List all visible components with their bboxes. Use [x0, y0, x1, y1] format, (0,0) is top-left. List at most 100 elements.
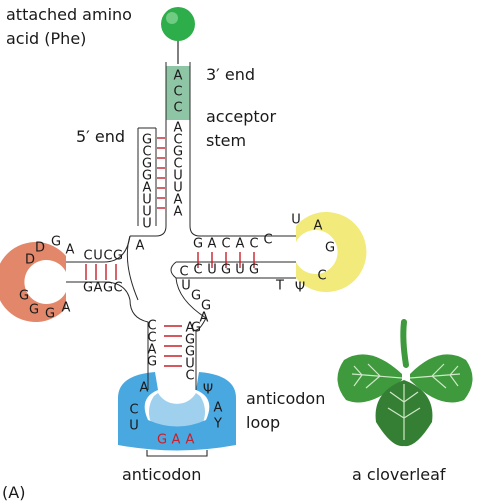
nt-anticodon-stem-right: G: [185, 333, 195, 348]
nt-t-stem-top: A: [236, 237, 245, 252]
panel-label: (A): [2, 483, 25, 502]
nt-t-stem-top: C: [221, 237, 230, 252]
nt-anticodon-stem-left: A: [140, 381, 149, 396]
nt-d-loop: G: [51, 235, 61, 250]
nt-t-stem-bottom: U: [207, 263, 217, 278]
nt-anticodon-stem-right: U: [185, 357, 195, 372]
nt-acceptor-3p: A: [174, 193, 183, 208]
nt-acceptor-end: A: [174, 69, 183, 84]
nt-d-loop: G: [29, 303, 39, 318]
nt-t-loop: U: [291, 213, 301, 228]
amino-acid-ball: [161, 7, 195, 64]
nt-anticodon-stem-left: A: [148, 343, 157, 358]
t-stem-pairs: [197, 252, 255, 268]
acceptor-end-box: [166, 66, 190, 120]
nt-d-stem-top: C: [103, 249, 112, 264]
nt-acceptor-5p: C: [142, 145, 151, 160]
nt-acceptor-5p: U: [142, 193, 152, 208]
nt-junction: A: [136, 239, 145, 254]
amino-acid-label-line1: attached amino: [6, 5, 132, 24]
nt-variable: U: [181, 279, 191, 294]
nt-d-stem-top: G: [113, 249, 123, 264]
nt-acceptor-3p: A: [174, 205, 183, 220]
anticodon-loop-label-line2: loop: [246, 413, 280, 432]
d-stem-pairs: [85, 264, 117, 280]
d-loop-shape: [0, 242, 66, 322]
nt-t-loop: C: [317, 269, 326, 284]
nt-anticodon-stem-right: A: [186, 321, 195, 336]
nt-t-loop: G: [325, 241, 335, 256]
nt-variable: G: [191, 321, 201, 336]
anticodon-label: anticodon: [122, 465, 201, 484]
nt-d-loop: A: [62, 301, 71, 316]
anticodon-bracket: [146, 450, 208, 457]
acceptor-stem-label-line2: stem: [206, 131, 246, 150]
nt-anticodon-loop-left: C: [129, 403, 138, 418]
anticodon-stem-pairs: [164, 325, 182, 367]
nt-t-stem-bottom: G: [249, 263, 259, 278]
nt-d-loop: G: [19, 289, 29, 304]
nt-d-loop: G: [45, 307, 55, 322]
nt-anticodon-stem-left: C: [147, 319, 156, 334]
nt-anticodon-loop-right: A: [214, 401, 223, 416]
nt-acceptor-5p: A: [143, 181, 152, 196]
nt-t-stem-top: A: [208, 237, 217, 252]
nt-anticodon-loop-right: Ψ: [203, 383, 213, 398]
nt-d-stem-top: C: [83, 249, 92, 264]
nt-anticodon: A: [172, 433, 181, 448]
cloverleaf-label: a cloverleaf: [352, 465, 446, 484]
acceptor-stem-pairs: [157, 137, 165, 209]
nt-acceptor-3p: U: [173, 181, 183, 196]
cloverleaf-illustration: [337, 319, 473, 447]
nt-anticodon: G: [157, 433, 167, 448]
nucleotides: A C C A C G C U U A A G C G G A U U U A …: [19, 69, 335, 448]
nt-anticodon-stem-left: C: [147, 331, 156, 346]
nt-d-stem-bottom: G: [103, 281, 113, 296]
nt-d-loop: D: [35, 241, 45, 256]
nt-d-stem-top: U: [93, 249, 103, 264]
nt-acceptor-3p: C: [173, 133, 182, 148]
nt-variable: C: [179, 265, 188, 280]
nt-acceptor-3p: G: [173, 145, 183, 160]
nt-d-stem-bottom: C: [113, 281, 122, 296]
acceptor-stem-label-line1: acceptor: [206, 107, 276, 126]
nt-t-stem-bottom: U: [235, 263, 245, 278]
nt-t-stem-top: C: [249, 237, 258, 252]
backbone: [66, 62, 296, 390]
nt-t-stem-bottom: C: [193, 263, 202, 278]
anticodon-loop-label-line1: anticodon: [246, 389, 325, 408]
nt-d-loop: A: [66, 243, 75, 258]
nt-acceptor-3p: A: [174, 121, 183, 136]
nt-anticodon-loop-right: Y: [213, 417, 222, 432]
t-loop-shape: [296, 212, 367, 292]
nt-t-loop: Ψ: [295, 281, 305, 296]
amino-acid-label-line2: acid (Phe): [6, 29, 86, 48]
anticodon-loop-fill: [118, 372, 236, 451]
nt-acceptor-5p: G: [142, 169, 152, 184]
nt-anticodon-stem-right: G: [185, 345, 195, 360]
nt-t-loop: A: [314, 219, 323, 234]
nt-anticodon-stem-right: C: [185, 369, 194, 384]
nt-anticodon-loop-left: U: [129, 419, 139, 434]
nt-t-loop: T: [275, 279, 284, 294]
nt-t-loop: C: [263, 233, 272, 248]
nt-acceptor-3p: C: [173, 157, 182, 172]
nt-anticodon: A: [186, 433, 195, 448]
nt-acceptor-5p: G: [142, 133, 152, 148]
three-prime-end-label: 3′ end: [206, 65, 255, 84]
nt-acceptor-5p: G: [142, 157, 152, 172]
five-prime-end-label: 5′ end: [76, 127, 125, 146]
nt-t-stem-bottom: G: [221, 263, 231, 278]
nt-variable: A: [200, 311, 209, 326]
nt-t-stem-top: G: [193, 237, 203, 252]
nt-acceptor-5p: U: [142, 205, 152, 220]
nt-d-stem-bottom: G: [83, 281, 93, 296]
nt-d-loop: D: [25, 253, 35, 268]
nt-acceptor-end: C: [173, 101, 182, 116]
nt-d-stem-bottom: A: [94, 281, 103, 296]
nt-acceptor-3p: U: [173, 169, 183, 184]
nt-variable: G: [191, 289, 201, 304]
nt-acceptor-end: C: [173, 85, 182, 100]
nt-variable: G: [201, 299, 211, 314]
